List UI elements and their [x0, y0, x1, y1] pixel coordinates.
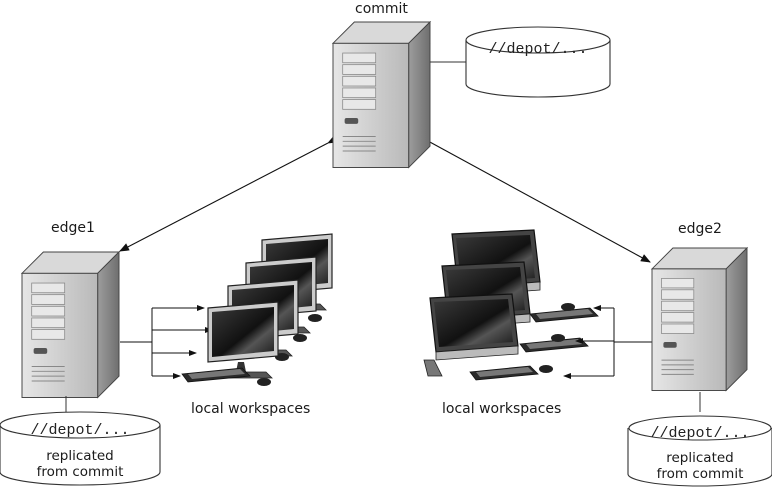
- server-tower-icon: [651, 247, 748, 391]
- right-workstations: [423, 229, 599, 381]
- commit-edge1-link: [119, 135, 338, 252]
- server-tower-icon: [21, 251, 120, 398]
- monitor-icon: [423, 293, 519, 377]
- edge2-replication-note: replicated from commit: [628, 450, 772, 482]
- mouse-icon: [561, 303, 575, 311]
- edge2-server: //depot/...: [627, 247, 772, 487]
- edge1-replication-note: replicated from commit: [0, 448, 160, 480]
- edge1-note-line2: from commit: [36, 464, 124, 480]
- edge1-note-line1: replicated: [46, 448, 114, 464]
- mouse-icon: [308, 314, 322, 322]
- mouse-icon: [539, 365, 553, 373]
- left-workspaces-label: local workspaces: [191, 401, 311, 417]
- server-tower-icon: [332, 21, 431, 168]
- edge1-depot-cylinder: //depot/...: [0, 411, 161, 486]
- commit-edge2-link: [418, 133, 651, 263]
- edge2-workspace-links: [563, 305, 652, 379]
- edge1-server: //depot/...: [0, 251, 161, 486]
- edge2-label: edge2: [678, 221, 722, 237]
- edge1-workspace-links: [120, 305, 213, 379]
- keyboard-icon: [181, 367, 251, 383]
- edge1-label: edge1: [51, 220, 95, 236]
- edge2-note-line1: replicated: [666, 450, 734, 466]
- edge2-depot-path: //depot/...: [650, 425, 749, 442]
- monitor-icon: [207, 301, 279, 379]
- mouse-icon: [551, 334, 565, 342]
- edge1-depot-path: //depot/...: [30, 422, 129, 439]
- mouse-icon: [257, 378, 271, 386]
- commit-server: //depot/...: [332, 21, 611, 168]
- left-workstations: [181, 233, 333, 386]
- edge2-depot-cylinder: //depot/...: [627, 415, 772, 487]
- commit-depot-path: //depot/...: [488, 41, 587, 58]
- right-workspaces-label: local workspaces: [442, 401, 562, 417]
- edge2-note-line2: from commit: [656, 466, 744, 482]
- mouse-icon: [293, 334, 307, 342]
- commit-depot-cylinder: //depot/...: [465, 26, 611, 98]
- keyboard-icon: [469, 365, 539, 381]
- commit-label: commit: [355, 1, 408, 17]
